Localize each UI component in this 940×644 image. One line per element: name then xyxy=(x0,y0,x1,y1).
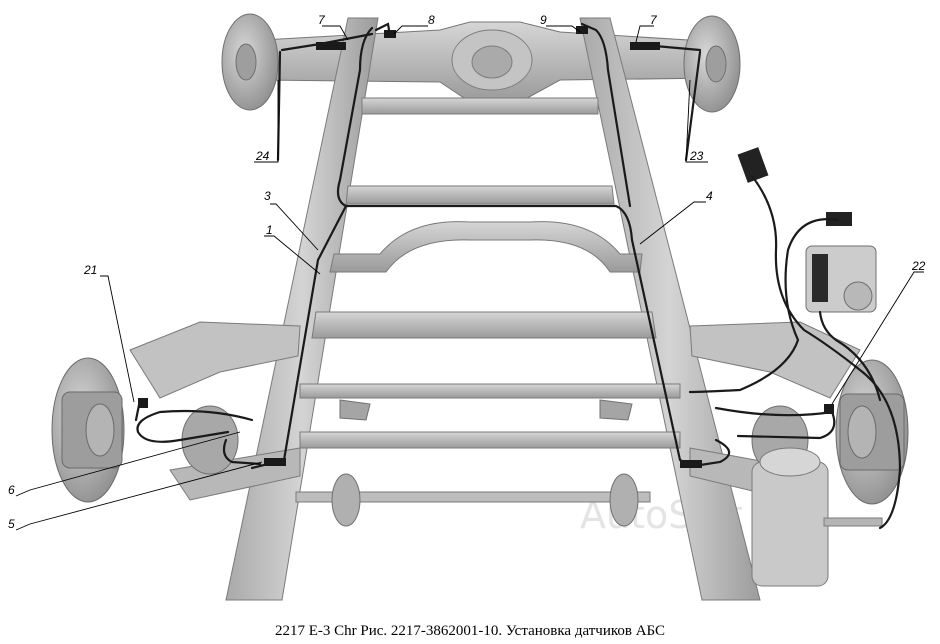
frame-cross-members xyxy=(299,97,681,449)
abs-wiring-harness xyxy=(134,22,902,530)
front-brake-right xyxy=(835,359,909,505)
callout-21: 21 xyxy=(83,263,97,277)
figure-caption: 2217 E-3 Chr Рис. 2217-3862001-10. Устан… xyxy=(274,623,666,639)
callout-22: 22 xyxy=(911,259,926,273)
front-brake-left xyxy=(51,357,125,503)
callout-labels: 7 8 9 7 24 23 3 1 4 21 22 6 5 xyxy=(8,13,926,531)
callout-5: 5 xyxy=(8,517,15,531)
callout-9: 9 xyxy=(540,13,547,27)
rear-brake-drum-left xyxy=(221,13,279,111)
steering-linkage xyxy=(295,399,651,527)
callout-leader-lines xyxy=(15,25,924,531)
rear-axle xyxy=(261,21,721,103)
callout-7-right: 7 xyxy=(650,13,658,27)
abs-modulator-unit xyxy=(737,147,877,313)
reservoir-tank xyxy=(751,447,883,587)
callout-6: 6 xyxy=(8,483,15,497)
callout-8: 8 xyxy=(428,13,435,27)
callout-3: 3 xyxy=(264,189,271,203)
callout-23: 23 xyxy=(689,149,704,163)
callout-1: 1 xyxy=(266,223,273,237)
harness-clips xyxy=(138,26,834,468)
callout-24: 24 xyxy=(255,149,270,163)
rear-brake-drum-right xyxy=(683,15,741,113)
callout-4: 4 xyxy=(706,189,713,203)
callout-7-left: 7 xyxy=(318,13,326,27)
